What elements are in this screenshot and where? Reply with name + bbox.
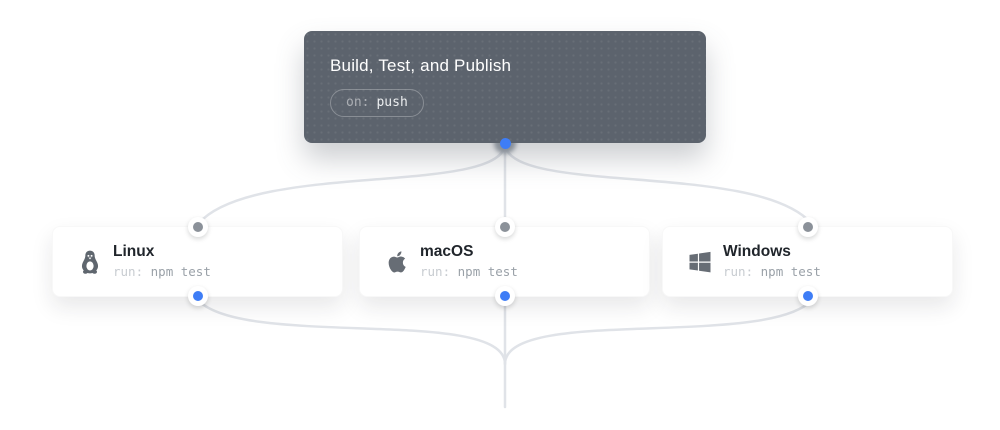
run-key: run: (420, 264, 451, 279)
trigger-value: push (376, 95, 408, 110)
workflow-card: Build, Test, and Publish on: push (304, 31, 706, 143)
run-value: npm test (150, 264, 211, 279)
job-run-linux: run: npm test (113, 263, 211, 280)
edge-linux-to-merge (196, 298, 507, 366)
job-card-windows: Windows run: npm test (662, 217, 953, 306)
run-value: npm test (457, 264, 518, 279)
linux-input-port (187, 217, 208, 237)
windows-input-port (797, 217, 818, 237)
linux-output-port (187, 286, 208, 306)
blue-dot (192, 291, 203, 301)
job-title-windows: Windows (723, 243, 791, 260)
gray-dot (192, 222, 203, 232)
blue-dot (499, 291, 510, 301)
job-run-windows: run: npm test (723, 263, 821, 280)
job-run-macos: run: npm test (420, 263, 518, 280)
run-key: run: (113, 264, 144, 279)
gray-dot (499, 222, 510, 232)
macos-input-port (494, 217, 515, 237)
windows-output-port (797, 286, 818, 306)
workflow-title: Build, Test, and Publish (330, 56, 512, 75)
trigger-badge: on: push (330, 89, 424, 117)
edge-hub-to-windows (503, 141, 813, 225)
gray-dot (802, 222, 813, 232)
trigger-key: on: (346, 95, 370, 110)
job-title-linux: Linux (113, 243, 155, 260)
job-card-macos: macOS run: npm test (359, 217, 650, 306)
hub-output-port (499, 137, 511, 149)
run-value: npm test (760, 264, 821, 279)
windows-icon (689, 251, 711, 272)
macos-output-port (494, 286, 515, 306)
job-card-linux: Linux run: npm test (52, 217, 343, 306)
linux-penguin-icon (81, 250, 99, 274)
apple-icon (388, 250, 406, 272)
edge-windows-to-merge (503, 298, 814, 366)
run-key: run: (723, 264, 754, 279)
blue-dot (802, 291, 813, 301)
job-title-macos: macOS (420, 243, 474, 260)
edge-hub-to-linux (197, 141, 507, 225)
